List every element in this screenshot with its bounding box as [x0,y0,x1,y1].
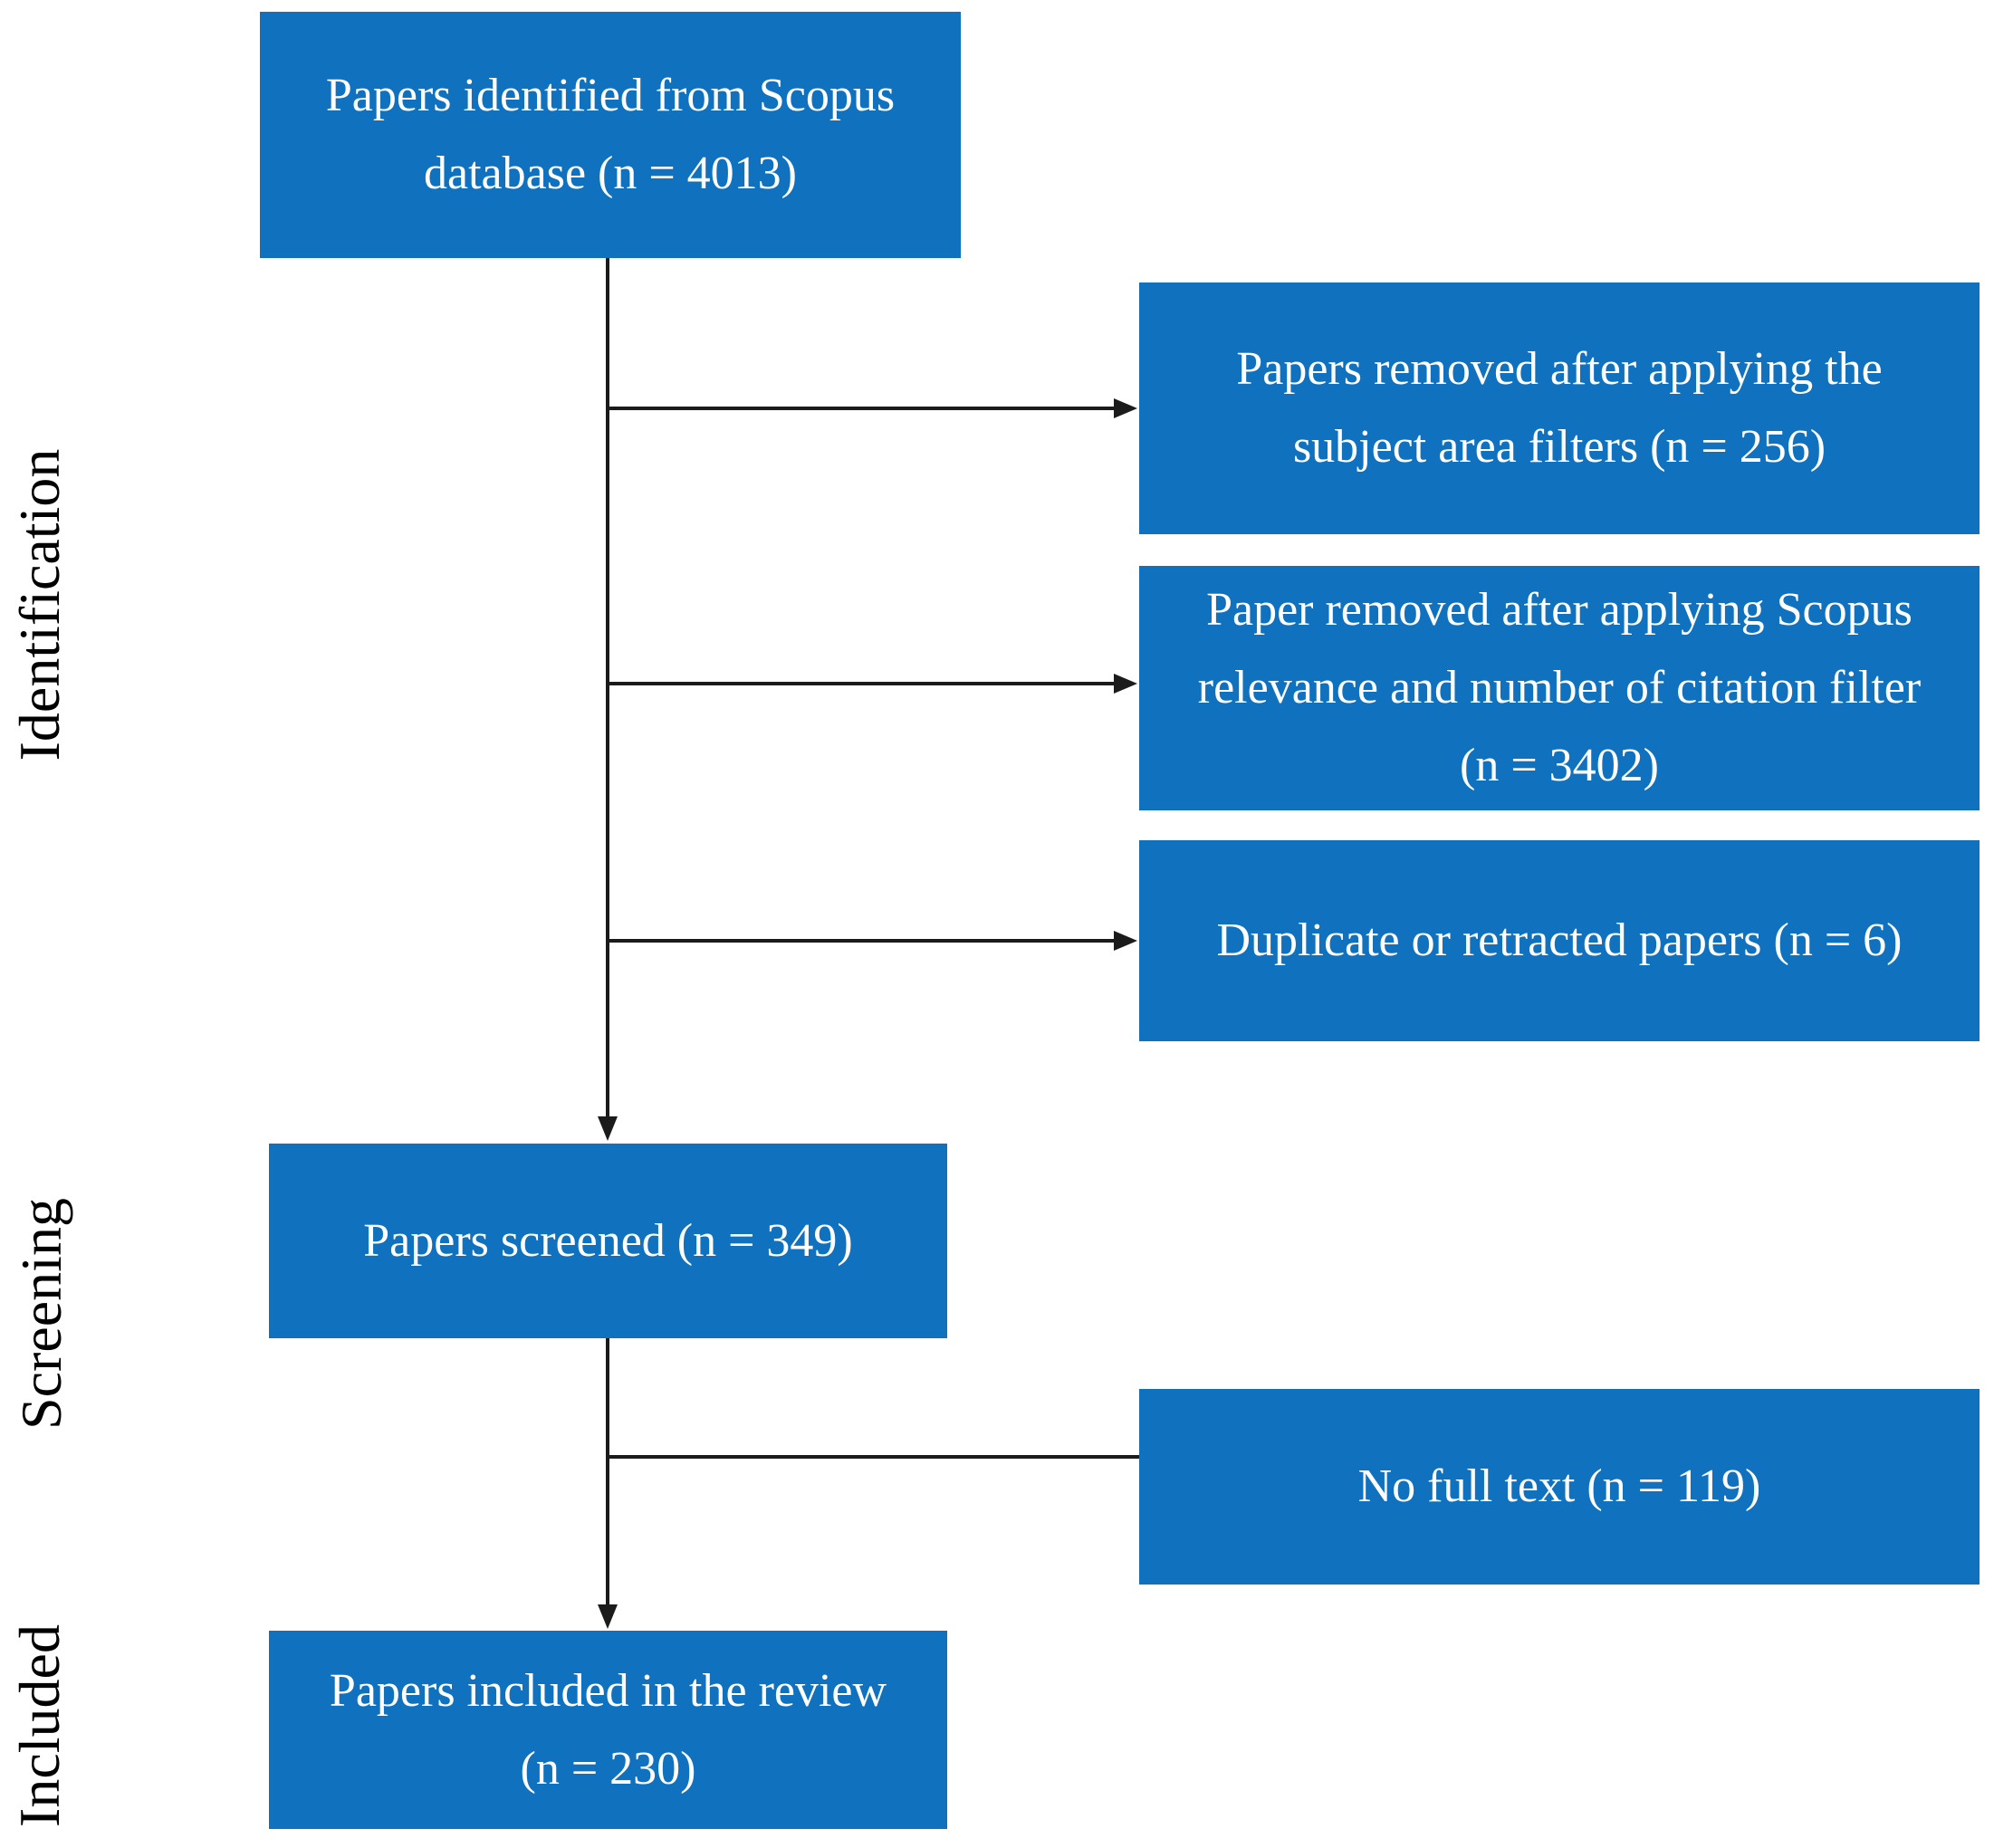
arrowhead-duplicate-retracted [1114,931,1137,951]
box-duplicate-retracted-text: Duplicate or retracted papers (n = 6) [1216,914,1903,967]
box-papers-identified-text: Papers identified from Scopus database (… [325,70,896,199]
box-removed-subject-filters: Papers removed after applying the subjec… [1139,282,1980,534]
box-papers-screened: Papers screened (n = 349) [269,1144,947,1338]
arrowhead-into-screened [598,1116,618,1141]
box-removed-relevance-citation: Paper removed after applying Scopus rele… [1139,566,1980,810]
arrowhead-subject-filters [1114,398,1137,418]
arrowhead-relevance-citation [1114,674,1137,694]
stage-label-screening: Screening [9,1198,73,1430]
box-papers-included-text: Papers included in the review (n = 230) [329,1664,887,1795]
box-papers-included: Papers included in the review (n = 230) [269,1631,947,1829]
stage-label-identification: Identification [7,448,72,761]
box-removed-relevance-citation-text: Paper removed after applying Scopus rele… [1197,584,1922,791]
box-removed-subject-filters-text: Papers removed after applying the subjec… [1236,343,1883,473]
stage-label-included: Included [7,1624,72,1827]
box-no-full-text: No full text (n = 119) [1139,1389,1980,1585]
box-duplicate-retracted: Duplicate or retracted papers (n = 6) [1139,840,1980,1041]
arrowhead-into-included [598,1604,618,1629]
box-papers-identified: Papers identified from Scopus database (… [260,12,961,258]
box-papers-screened-text: Papers screened (n = 349) [363,1214,853,1267]
box-no-full-text-text: No full text (n = 119) [1357,1460,1761,1513]
